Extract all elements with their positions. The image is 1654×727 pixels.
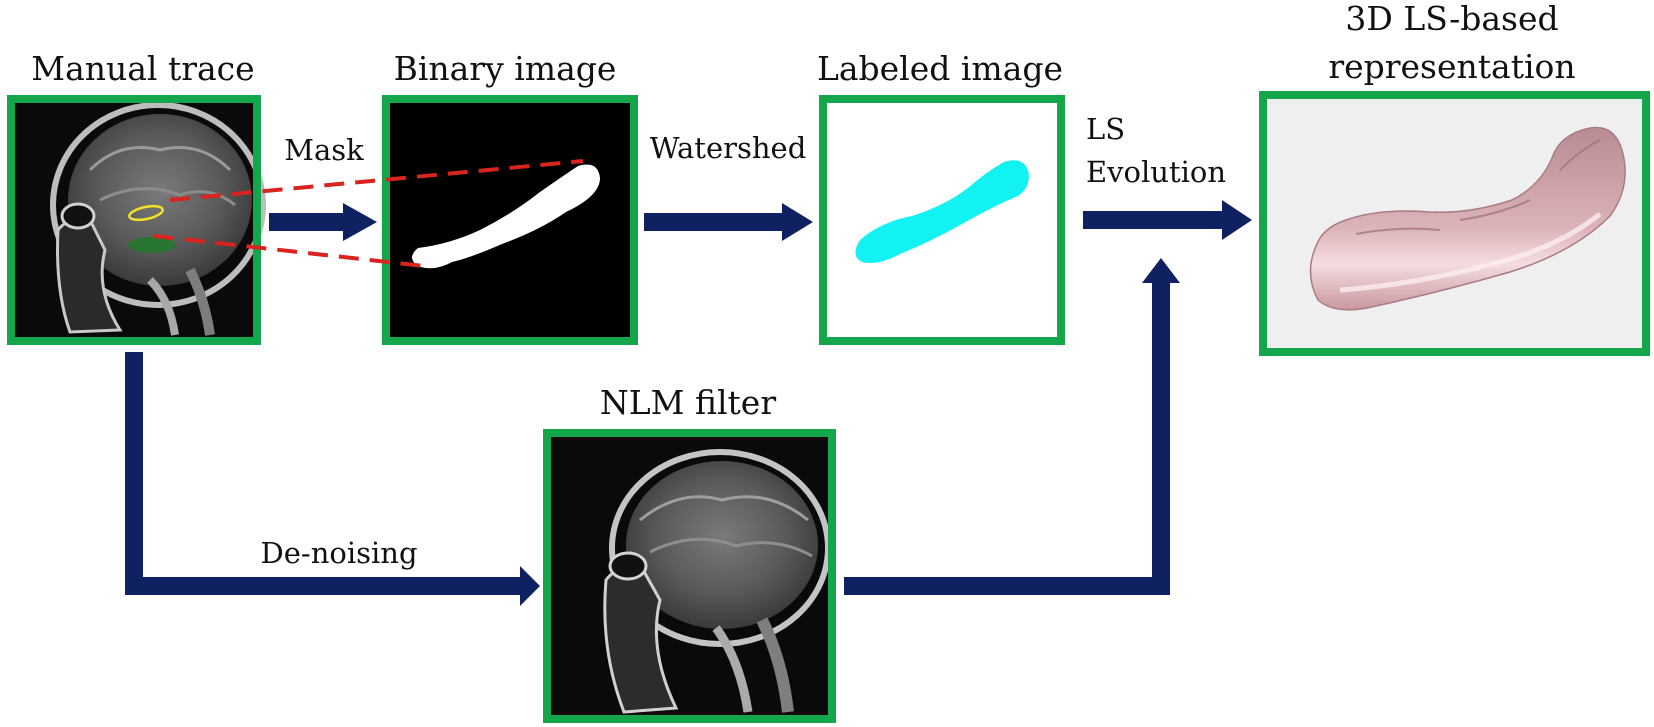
mri-denoised-thumbnail bbox=[603, 449, 831, 714]
nlm-filter-title: NLM filter bbox=[600, 383, 776, 422]
ls-evolution-label-line2: Evolution bbox=[1086, 155, 1226, 189]
denoising-label: De-noising bbox=[260, 536, 417, 570]
mask-label: Mask bbox=[284, 133, 364, 167]
ls-evolution-label-line1: LS bbox=[1086, 112, 1125, 146]
ls-representation-panel bbox=[1259, 91, 1650, 356]
hippocampus-surface bbox=[1309, 126, 1626, 311]
mri-head-thumbnail bbox=[50, 102, 266, 336]
labeled-image-title: Labeled image bbox=[817, 49, 1063, 88]
ls-representation-title-line2: representation bbox=[1328, 47, 1575, 86]
nlm-to-evolution-arrow bbox=[844, 258, 1180, 595]
binary-image-frame bbox=[382, 95, 638, 345]
projection-line-upper bbox=[169, 159, 584, 202]
binary-mask-shape bbox=[412, 164, 600, 269]
ls-representation-title-line1: 3D LS-based bbox=[1345, 0, 1558, 38]
mask-arrow bbox=[269, 203, 377, 241]
manual-trace-frame bbox=[7, 95, 261, 345]
nlm-filter-panel bbox=[543, 429, 836, 723]
manual-trace-title: Manual trace bbox=[31, 49, 254, 88]
ls-evolution-arrow bbox=[1083, 200, 1252, 240]
projection-line-lower bbox=[153, 234, 425, 268]
denoising-arrow bbox=[125, 352, 540, 606]
nlm-filter-frame bbox=[543, 429, 836, 723]
labeled-image-frame bbox=[819, 95, 1065, 345]
labeled-segment-shape bbox=[855, 160, 1029, 263]
binary-image-title: Binary image bbox=[394, 49, 617, 88]
binary-image-panel bbox=[382, 95, 638, 345]
watershed-label: Watershed bbox=[650, 131, 807, 165]
watershed-arrow bbox=[644, 203, 813, 241]
labeled-image-panel bbox=[819, 95, 1065, 345]
manual-trace-panel bbox=[7, 95, 266, 345]
ls-representation-frame bbox=[1259, 91, 1650, 356]
